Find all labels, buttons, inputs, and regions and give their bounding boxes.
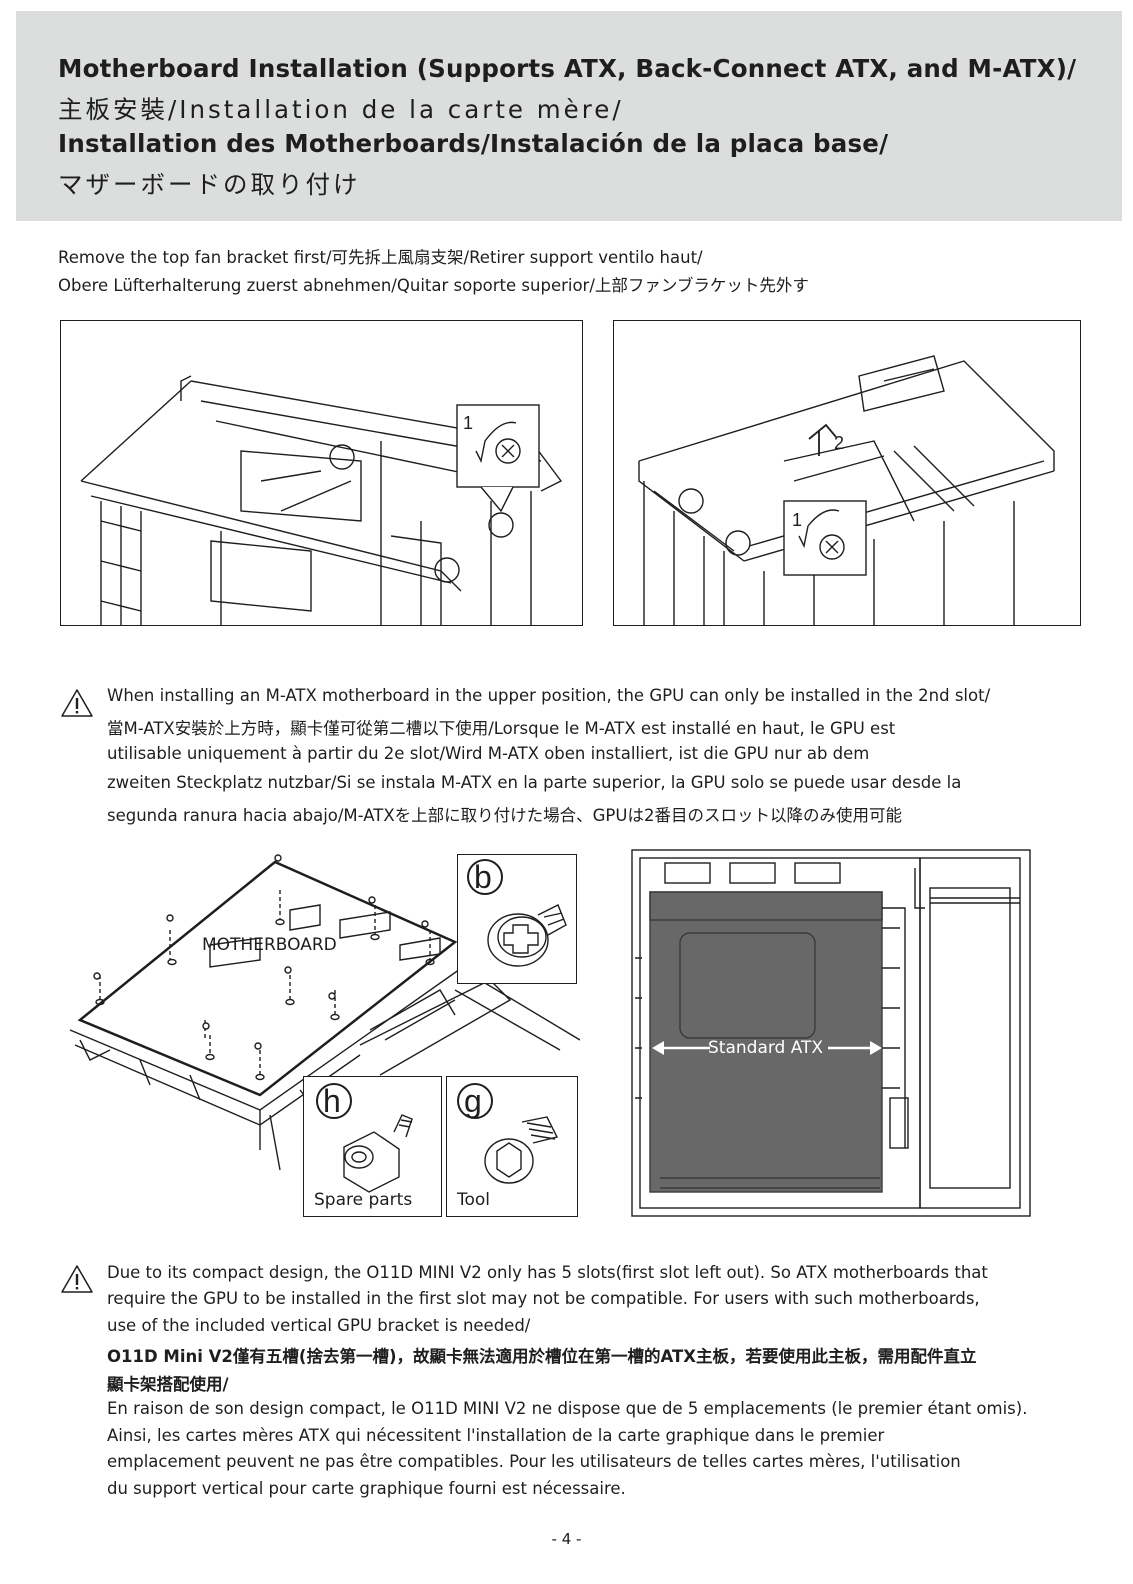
tool-caption: Tool (457, 1190, 491, 1210)
title-line-4: マザーボードの取り付け (58, 170, 361, 199)
figure-atx-case-view: Standard ATX (630, 848, 1032, 1218)
title-line-1: Motherboard Installation (Supports ATX, … (58, 54, 1077, 83)
callout-letter-g: g (464, 1083, 482, 1119)
spare-parts-caption: Spare parts (314, 1190, 413, 1210)
warning1-line-2: 當M-ATX安裝於上方時，顯卡僅可從第二槽以下使用/Lorsque le M-A… (107, 719, 896, 738)
callout-screw-b: b (457, 854, 577, 984)
warning2-line-6: En raison de son design compact, le O11D… (107, 1399, 1028, 1418)
warning-icon-2 (61, 1265, 93, 1293)
callout-letter-h: h (323, 1083, 341, 1119)
figure-remove-bracket-step1: 1 (60, 320, 583, 626)
warning1-line-3: utilisable uniquement à partir du 2e slo… (107, 744, 870, 763)
callout-letter-b: b (474, 859, 492, 895)
warning2-line-3: use of the included vertical GPU bracket… (107, 1316, 531, 1335)
title-line-2: 主板安裝/Installation de la carte mère/ (58, 95, 624, 124)
title-band: Motherboard Installation (Supports ATX, … (16, 11, 1122, 221)
motherboard-label: MOTHERBOARD (202, 935, 337, 955)
warning1-line-1: When installing an M-ATX motherboard in … (107, 686, 991, 705)
page-number: - 4 - (551, 1530, 582, 1548)
warning2-line-8: emplacement peuvent ne pas être compatib… (107, 1452, 961, 1471)
warning1-line-5: segunda ranura hacia abajo/M-ATXを上部に取り付け… (107, 806, 902, 825)
warning2-line-2: require the GPU to be installed in the f… (107, 1289, 980, 1308)
standard-atx-label: Standard ATX (708, 1038, 824, 1058)
warning1-line-4: zweiten Steckplatz nutzbar/Si se instala… (107, 773, 962, 792)
title-line-3: Installation des Motherboards/Instalació… (58, 129, 889, 158)
warning2-line-5: 顯卡架搭配使用/ (107, 1375, 229, 1394)
figure2-step-number-1: 1 (792, 510, 802, 530)
figure2-step-number-2: 2 (834, 433, 844, 453)
figure-motherboard-mounting: MOTHERBOARD b h Spare parts g (60, 850, 580, 1220)
warning2-line-7: Ainsi, les cartes mères ATX qui nécessit… (107, 1426, 885, 1445)
warning-icon (61, 689, 93, 717)
intro-line-1: Remove the top fan bracket first/可先拆上風扇支… (58, 248, 703, 267)
intro-line-2: Obere Lüfterhalterung zuerst abnehmen/Qu… (58, 276, 809, 295)
figure-remove-bracket-step2: 2 1 (613, 320, 1081, 626)
figure1-step-number: 1 (463, 413, 473, 433)
callout-standoff-h: h Spare parts (303, 1076, 442, 1217)
warning2-line-9: du support vertical pour carte graphique… (107, 1479, 626, 1498)
warning2-line-1: Due to its compact design, the O11D MINI… (107, 1263, 988, 1282)
warning2-line-4: O11D Mini V2僅有五槽(捨去第一槽)，故顯卡無法適用於槽位在第一槽的A… (107, 1347, 977, 1366)
callout-tool-g: g Tool (446, 1076, 578, 1217)
